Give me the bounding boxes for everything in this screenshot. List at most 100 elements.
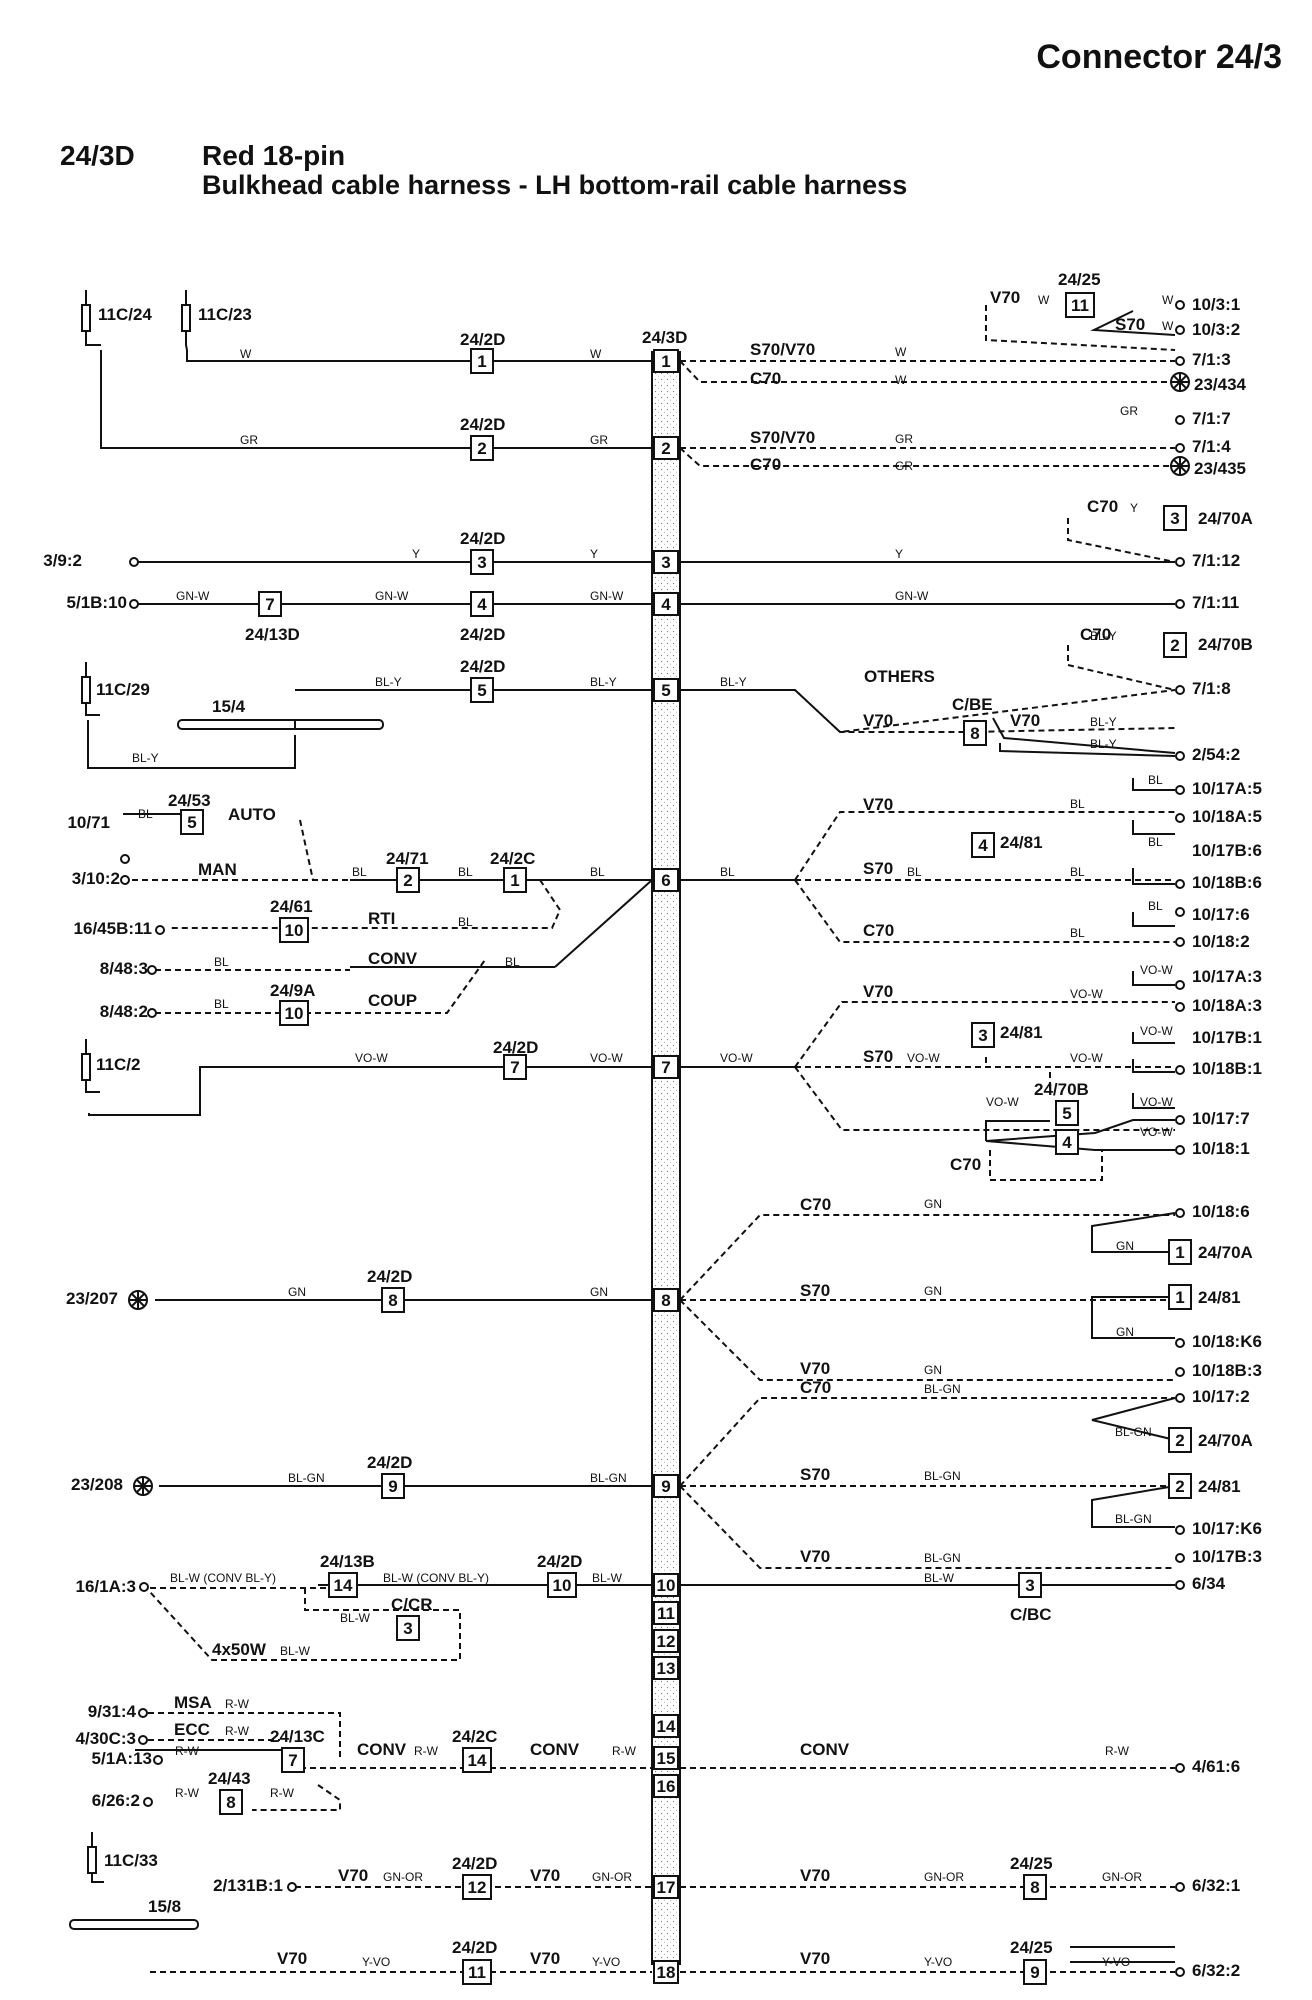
- inline-connector-box: 7: [281, 1747, 305, 1773]
- label-w-gn: GN: [1116, 1325, 1134, 1339]
- label-r-10-17b-1: 10/17B:1: [1192, 1028, 1262, 1047]
- label-v-v70: V70: [800, 1866, 830, 1885]
- label-w-bl: BL: [214, 955, 229, 969]
- label-w-bly: BL-Y: [132, 751, 159, 765]
- connector-pin-18: 18: [653, 1960, 679, 1984]
- label-r-10-17-7: 10/17:7: [1192, 1109, 1250, 1128]
- inline-connector-box: 7: [503, 1054, 527, 1080]
- label-v-s70: S70: [863, 859, 893, 878]
- label-w-vow: VO-W: [1140, 963, 1173, 977]
- label-w-gn: GN: [924, 1363, 942, 1377]
- label-v-c70: C70: [1080, 625, 1111, 644]
- terminal-dot: [1175, 300, 1185, 310]
- label-v-c70: C70: [750, 369, 781, 388]
- pin-number: 6: [661, 871, 670, 890]
- label-v-others: OTHERS: [864, 667, 935, 686]
- label-v-v70: V70: [800, 1359, 830, 1378]
- ground-star-icon: [133, 1476, 153, 1496]
- label-c-2443: 24/43: [208, 1769, 251, 1788]
- box-pin-number: 7: [510, 1058, 519, 1077]
- label-w-bl: BL: [720, 865, 735, 879]
- label-r-10-18a-5: 10/18A:5: [1192, 807, 1262, 826]
- label-r-6-32-2: 6/32:2: [1192, 1961, 1240, 1980]
- label-w-y: Y: [895, 547, 903, 561]
- label-v-conv: CONV: [800, 1740, 850, 1759]
- inline-connector-box: 2: [1168, 1427, 1192, 1453]
- label-c-2470b: 24/70B: [1034, 1080, 1089, 1099]
- label-c-2424d: 24/2D: [493, 1038, 538, 1057]
- label-w-vow: VO-W: [907, 1051, 940, 1065]
- label-c-2470a: 24/70A: [1198, 509, 1253, 528]
- terminal-dot: [1175, 415, 1185, 425]
- label-v-4x50w: 4x50W: [212, 1640, 267, 1659]
- label-w-gn: GN: [924, 1197, 942, 1211]
- terminal-dot: [1175, 1065, 1185, 1075]
- terminal-dot: [1175, 685, 1185, 695]
- label-v-s70: S70: [863, 1047, 893, 1066]
- label-bar-15-4: 15/4: [212, 697, 246, 716]
- terminal-dot: [1175, 937, 1185, 947]
- label-w-blw: BL-W: [924, 1571, 955, 1585]
- label-v-c70: C70: [750, 455, 781, 474]
- box-pin-number: 3: [1170, 509, 1179, 528]
- ground-bar-15-4: [177, 719, 384, 730]
- label-c-2425: 24/25: [1058, 270, 1101, 289]
- inline-connector-box: 1: [1168, 1284, 1192, 1310]
- label-l-16-45b-11: 16/45B:11: [74, 919, 152, 938]
- label-v-conv: CONV: [530, 1740, 580, 1759]
- ground-star-icon: [1170, 456, 1190, 476]
- fuse-symbol: [181, 304, 191, 332]
- label-w-gr: GR: [240, 433, 258, 447]
- label-w-gnw: GN-W: [375, 589, 409, 603]
- label-r-10-18-2: 10/18:2: [1192, 932, 1250, 951]
- box-pin-number: 7: [288, 1751, 297, 1770]
- box-pin-number: 14: [334, 1576, 353, 1595]
- label-v-conv: CONV: [357, 1740, 407, 1759]
- box-pin-number: 1: [1175, 1243, 1184, 1262]
- terminal-dot: [147, 965, 157, 975]
- inline-connector-box: 14: [328, 1572, 358, 1598]
- label-w-w: W: [240, 347, 252, 361]
- label-r-10-17-6: 10/17:6: [1192, 905, 1250, 924]
- connector-pin-13: 13: [653, 1656, 679, 1680]
- label-r-10-17-2: 10/17:2: [1192, 1387, 1250, 1406]
- label-l-51b-10: 5/1B:10: [67, 593, 127, 612]
- box-pin-number: 3: [477, 553, 486, 572]
- label-w-blwconv: BL-W (CONV BL-Y): [170, 1571, 276, 1585]
- terminal-dot: [153, 1755, 163, 1765]
- terminal-dot: [1175, 1002, 1185, 1012]
- label-v-c70: C70: [863, 921, 894, 940]
- label-c-2424d: 24/2D: [460, 415, 505, 434]
- label-w-bl: BL: [458, 865, 473, 879]
- label-c-242c: 24/2C: [452, 1727, 497, 1746]
- terminal-dot: [129, 557, 139, 567]
- inline-connector-box: 9: [381, 1473, 405, 1499]
- label-r-10-17a-3: 10/17A:3: [1192, 967, 1262, 986]
- label-c-2424d: 24/2D: [452, 1938, 497, 1957]
- box-pin-number: 3: [978, 1026, 987, 1045]
- box-pin-number: 8: [388, 1291, 397, 1310]
- label-fuse-11c24: 11C/24: [98, 305, 152, 324]
- label-v-v70: V70: [990, 288, 1020, 307]
- label-w-gnor: GN-OR: [592, 1870, 632, 1884]
- inline-connector-box: 3: [470, 549, 494, 575]
- inline-connector-box: 14: [462, 1747, 492, 1773]
- box-pin-number: 10: [553, 1576, 572, 1595]
- label-fuse-11c23: 11C/23: [198, 305, 252, 324]
- label-l-8-48-3: 8/48:3: [100, 959, 148, 978]
- label-w-yvo: Y-VO: [362, 1955, 390, 1969]
- box-pin-number: 5: [1062, 1104, 1071, 1123]
- box-pin-number: 4: [1062, 1133, 1072, 1152]
- label-r-10-3-1: 10/3:1: [1192, 295, 1240, 314]
- label-c-2413b: 24/13B: [320, 1552, 375, 1571]
- box-pin-number: 10: [285, 921, 304, 940]
- connector-name: Red 18-pin: [202, 140, 346, 171]
- label-l-10-71: 10/71: [67, 813, 110, 832]
- connector-pin-7: 7: [653, 1055, 679, 1079]
- connector-description: Bulkhead cable harness - LH bottom-rail …: [202, 170, 908, 200]
- label-c-cbe: C/BE: [952, 695, 993, 714]
- pin-number: 12: [657, 1632, 676, 1651]
- box-pin-number: 4: [477, 595, 487, 614]
